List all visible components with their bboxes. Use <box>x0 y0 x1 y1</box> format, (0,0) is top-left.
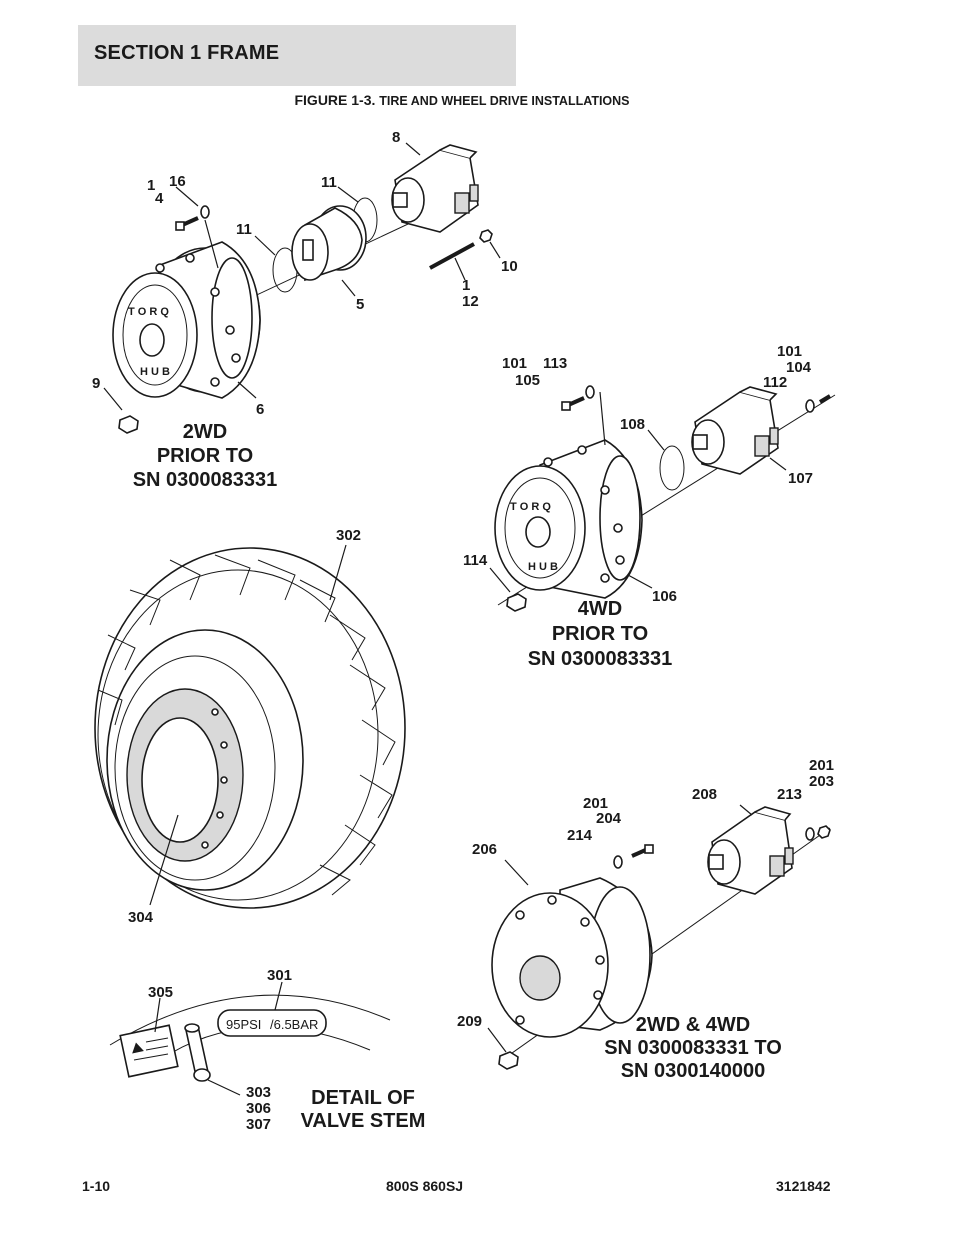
svg-text:H U B: H U B <box>528 561 558 573</box>
callout-214: 214 <box>567 827 593 844</box>
nut-203 <box>817 825 831 839</box>
assembly-4wd: T O R Q H U B 101 113 <box>463 343 836 670</box>
callout-307: 307 <box>246 1116 271 1133</box>
model-number: 800S 860SJ <box>386 1178 464 1194</box>
callout-107: 107 <box>788 470 813 487</box>
torque-hub-206 <box>491 877 653 1038</box>
callout-101: 101 <box>777 343 802 360</box>
pressure-label-band <box>217 1009 327 1037</box>
callout-11: 11 <box>236 221 252 238</box>
callout-301: 301 <box>267 967 292 984</box>
washer-113 <box>585 385 595 399</box>
washer-213 <box>805 827 815 841</box>
nut-209 <box>498 1051 519 1070</box>
callout-208: 208 <box>692 786 717 803</box>
caption-valve-line1: DETAIL OF <box>311 1087 415 1109</box>
washer-214 <box>613 855 623 869</box>
section-header: SECTION 1 FRAME <box>78 25 516 86</box>
torque-hub-4wd: T O R Q H U B <box>494 439 643 599</box>
bolt-104 <box>818 394 832 404</box>
callout-106: 106 <box>652 588 677 605</box>
nut-10 <box>479 229 493 243</box>
brake-5 <box>291 205 367 282</box>
callout-108: 108 <box>620 416 645 433</box>
callout-10: 10 <box>501 258 518 275</box>
callout-16: 16 <box>169 173 186 190</box>
callout-9: 9 <box>92 375 100 392</box>
caption-valve-line2: VALVE STEM <box>301 1110 426 1132</box>
callout-1: 1 <box>147 177 155 194</box>
callout-206: 206 <box>472 841 497 858</box>
o-ring-108 <box>659 445 685 491</box>
caption-4wd-line1: 4WD <box>578 598 622 620</box>
pin-12 <box>429 242 475 270</box>
figure-caption: TIRE AND WHEEL DRIVE INSTALLATIONS <box>379 94 630 108</box>
callout-201: 201 <box>583 795 608 812</box>
drive-motor-107 <box>691 386 779 475</box>
callout-6: 6 <box>256 401 264 418</box>
caption-4wd-line2: PRIOR TO <box>552 623 648 645</box>
washer-112 <box>805 399 815 413</box>
valve-stem-detail: 95PSI /6.5BAR 301 305 303 306 307 DETAIL… <box>109 967 426 1133</box>
callout-12: 12 <box>462 293 479 310</box>
callout-209: 209 <box>457 1013 482 1030</box>
callout-114: 114 <box>463 552 488 569</box>
assembly-2wd-4wd-later: 201 204 214 208 213 201 203 206 209 2WD … <box>457 757 834 1082</box>
callout-306: 306 <box>246 1100 271 1117</box>
callout-213: 213 <box>777 786 802 803</box>
document-number: 3121842 <box>776 1178 831 1194</box>
caption-both-line1: 2WD & 4WD <box>636 1014 750 1036</box>
callout-11: 11 <box>321 174 337 191</box>
caption-2wd-line3: SN 0300083331 <box>133 469 278 491</box>
caption-2wd-line1: 2WD <box>183 421 227 443</box>
nut-9 <box>118 415 139 434</box>
section-title: SECTION 1 FRAME <box>94 42 280 64</box>
callout-4: 4 <box>155 190 164 207</box>
callout-112: 112 <box>763 374 787 391</box>
figure-number: FIGURE 1-3. <box>294 92 376 108</box>
callout-204: 204 <box>596 810 622 827</box>
caption-both-line2: SN 0300083331 TO <box>604 1037 782 1059</box>
assembly-2wd: T O R Q H U B <box>92 129 518 491</box>
svg-text:T O R Q: T O R Q <box>128 306 169 318</box>
page-number: 1-10 <box>82 1178 111 1194</box>
svg-text:T O R Q: T O R Q <box>510 501 551 513</box>
callout-203: 203 <box>809 773 834 790</box>
callout-201: 201 <box>809 757 834 774</box>
drive-motor-208 <box>707 806 794 895</box>
figure-title: FIGURE 1-3. TIRE AND WHEEL DRIVE INSTALL… <box>0 92 924 108</box>
callout-105: 105 <box>515 372 540 389</box>
callout-302: 302 <box>336 527 361 544</box>
callout-101: 101 <box>502 355 527 372</box>
caption-4wd-line3: SN 0300083331 <box>528 648 673 670</box>
callout-304: 304 <box>128 909 154 926</box>
callout-303: 303 <box>246 1084 271 1101</box>
nut-114 <box>506 593 527 612</box>
svg-text:H U B: H U B <box>140 366 170 378</box>
callout-1: 1 <box>462 277 470 294</box>
warning-decal <box>119 1024 179 1078</box>
drive-motor-8 <box>391 144 479 233</box>
pressure-psi: 95PSI <box>226 1017 261 1032</box>
tire-and-rim: 302 304 <box>94 527 406 926</box>
callout-305: 305 <box>148 984 173 1001</box>
callout-104: 104 <box>786 359 812 376</box>
callout-5: 5 <box>356 296 364 313</box>
callout-113: 113 <box>543 355 567 372</box>
valve-stem <box>184 1023 211 1082</box>
caption-both-line3: SN 0300140000 <box>621 1060 766 1082</box>
caption-2wd-line2: PRIOR TO <box>157 445 253 467</box>
pressure-bar: /6.5BAR <box>270 1017 318 1032</box>
torque-hub-2wd: T O R Q H U B <box>112 241 261 399</box>
callout-8: 8 <box>392 129 400 146</box>
washer-16 <box>200 205 210 219</box>
